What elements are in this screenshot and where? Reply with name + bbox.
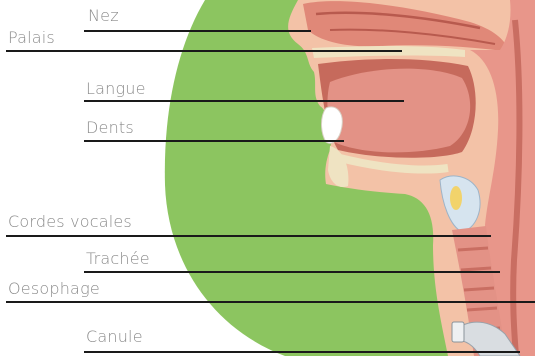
label-langue: Langue xyxy=(86,81,146,97)
label-cordes-vocales: Cordes vocales xyxy=(8,214,132,230)
label-dents: Dents xyxy=(86,120,134,136)
label-nez: Nez xyxy=(88,8,119,24)
label-trachee: Trachée xyxy=(86,251,150,267)
tongue xyxy=(327,69,470,153)
label-canule: Canule xyxy=(86,329,143,345)
label-palais: Palais xyxy=(8,30,55,46)
label-oesophage: Oesophage xyxy=(8,281,100,297)
